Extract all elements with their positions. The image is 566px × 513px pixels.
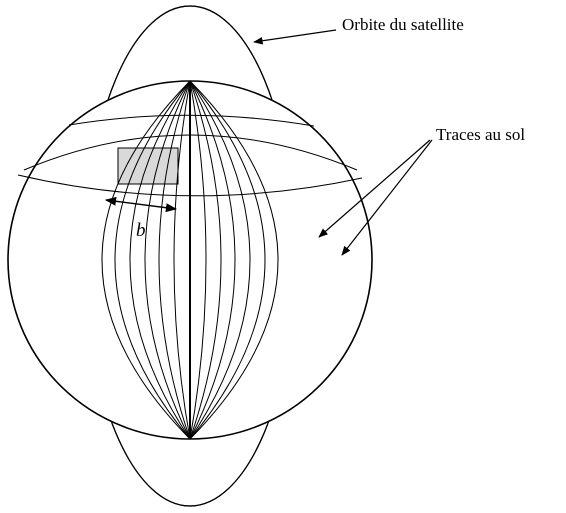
ground-track [114, 80, 191, 440]
ground-tracks [101, 80, 279, 440]
swath-width-label: b [136, 220, 146, 241]
ground-track [189, 80, 207, 440]
ground-track [189, 80, 251, 440]
swath-width-arrow [104, 196, 178, 213]
ground-track [129, 80, 191, 440]
swath-cell [117, 147, 179, 185]
ground-tracks-label: Traces au sol [436, 125, 525, 144]
ground-track [158, 80, 191, 440]
ground-track-pointer-arrow-2 [341, 139, 433, 256]
ground-track [144, 80, 191, 440]
ground-track [189, 80, 222, 440]
orbit-pointer-arrow [253, 29, 337, 45]
ground-track [189, 80, 266, 440]
ground-track [189, 80, 279, 440]
orbit-label: Orbite du satellite [342, 15, 464, 34]
ground-track-pointer-arrow-1 [318, 139, 431, 238]
ground-track [101, 80, 191, 440]
globe [7, 80, 373, 440]
ground-track [173, 80, 191, 440]
ground-track [189, 80, 236, 440]
